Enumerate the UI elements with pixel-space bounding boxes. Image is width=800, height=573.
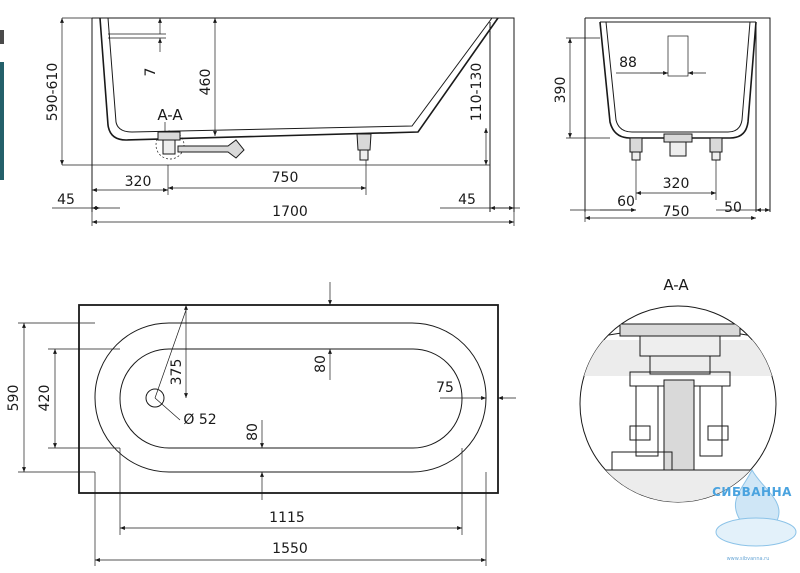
end-dimensions: 390 88 320 60 750 50: [553, 37, 770, 222]
dim-plan-width: 590: [6, 385, 22, 412]
side-view: [62, 17, 515, 212]
dim-end-left-margin: 60: [617, 194, 635, 210]
dim-side-lip: 7: [143, 68, 159, 77]
watermark-logo: СИБВАННА www.sibvanna.ru: [712, 468, 797, 562]
edge-thumbnail: [0, 30, 4, 180]
dim-side-span: 750: [272, 170, 299, 186]
dim-plan-wall-right: 75: [436, 380, 454, 396]
dim-side-depth: 460: [198, 69, 214, 96]
dim-end-height: 390: [553, 77, 569, 104]
end-view: [584, 17, 771, 212]
side-dimensions: 590-610 460 7 110-130 320 750 45 45 1700…: [45, 18, 520, 226]
dim-plan-wall-bottom: 80: [245, 423, 261, 441]
watermark-brand: СИБВАННА: [712, 485, 792, 499]
dim-side-right-margin: 45: [458, 192, 476, 208]
dim-side-left-margin: 45: [57, 192, 75, 208]
dim-side-height: 590-610: [45, 63, 61, 122]
section-detail-title: A-A: [663, 276, 689, 294]
dim-end-right-margin: 50: [724, 200, 742, 216]
dim-end-pipe-width: 88: [619, 55, 637, 71]
dim-side-length: 1700: [272, 204, 308, 220]
dim-plan-wall-top: 80: [313, 355, 329, 373]
dim-side-drain-height: 110-130: [469, 63, 485, 122]
watermark-url: www.sibvanna.ru: [727, 556, 770, 562]
plan-view: [78, 304, 499, 494]
dim-end-feet-span: 320: [663, 176, 690, 192]
dim-plan-inner-length: 1115: [269, 510, 305, 526]
dim-plan-drain-diameter: Ø 52: [183, 412, 216, 428]
section-detail: A-A: [579, 276, 777, 503]
dim-plan-drain-offset: 375: [169, 359, 185, 386]
dim-plan-inner-width: 420: [37, 385, 53, 412]
section-marker-label: A-A: [157, 106, 183, 124]
dim-end-width: 750: [663, 204, 690, 220]
dim-plan-outer-length: 1550: [272, 541, 308, 557]
plan-dimensions: 590 420 375 80 80 75 Ø 52 1115 1550: [6, 282, 516, 566]
dim-side-left-offset: 320: [125, 174, 152, 190]
